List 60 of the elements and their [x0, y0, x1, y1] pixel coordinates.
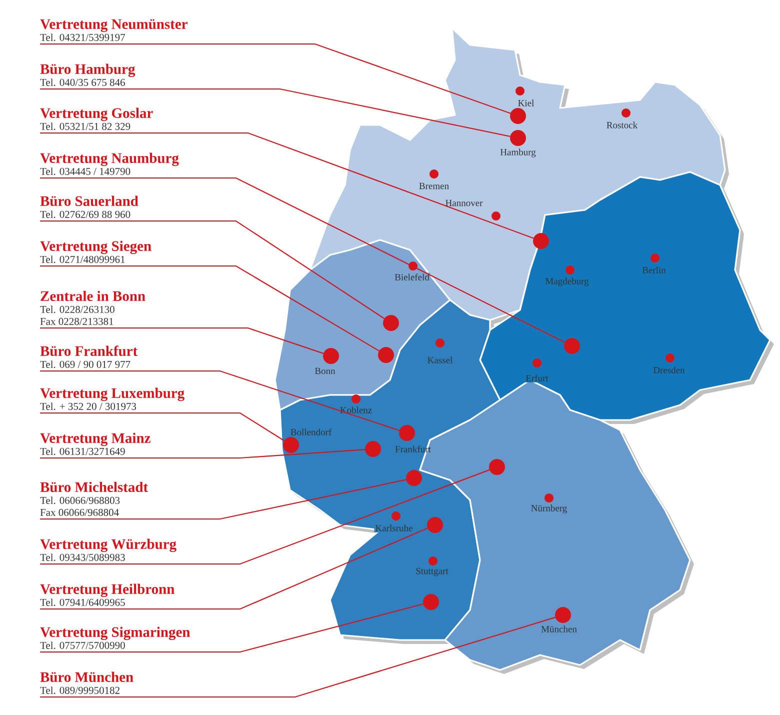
location-dot — [399, 425, 415, 441]
leader-line — [40, 603, 424, 653]
office-entry: Vertretung Heilbronn Tel. 07941/6409965 — [40, 584, 174, 606]
leader-line — [40, 412, 285, 442]
location-dot — [510, 130, 526, 146]
city-label: Stuttgart — [414, 566, 450, 578]
city-label: Bollendorf — [289, 428, 333, 436]
location-dot — [564, 338, 580, 354]
city-label: Koblenz — [338, 406, 374, 414]
location-dot — [365, 441, 381, 457]
office-entry: Vertretung Neumünster Tel. 04321/5399197 — [40, 19, 188, 41]
location-dot — [323, 348, 339, 364]
leader-line — [40, 528, 428, 610]
location-dot — [533, 233, 549, 249]
city-label: Kiel — [516, 98, 536, 108]
office-entry: Vertretung Luxemburg Tel. + 352 20 / 301973 — [40, 388, 184, 410]
leader-line — [40, 132, 534, 239]
city-label: Berlin — [641, 266, 667, 274]
office-entry: Vertretung Siegen Tel. 0271/48099961 — [40, 240, 152, 263]
office-entry: Vertretung Sigmaringen Tel. 07577/5700990 — [40, 626, 190, 649]
office-entry: Zentrale in Bonn Tel. 0228/263130 Fax 0228/213381 — [40, 290, 146, 325]
city-label: Bielefeld — [394, 272, 430, 282]
office-entry: Büro Sauerland Tel. 02762/69 88 960 — [40, 196, 138, 218]
location-dot — [383, 315, 399, 331]
location-dot — [489, 459, 505, 475]
leader-line — [40, 220, 385, 320]
leader-line — [40, 370, 400, 431]
leader-line — [40, 469, 490, 565]
office-entry: Vertretung Naumburg Tel. 034445 / 149790 — [40, 152, 179, 175]
office-entry: Büro München Tel. 089/99950182 — [40, 672, 134, 694]
location-dot — [510, 108, 526, 124]
city-label: Kassel — [426, 356, 454, 364]
office-entry: Vertretung Würzburg Tel. 09343/5089983 — [40, 538, 176, 561]
city-label: Erfurt — [524, 374, 550, 382]
city-label: Dresden — [652, 366, 686, 374]
leader-line — [40, 88, 510, 137]
location-dot — [427, 517, 443, 533]
leader-line — [40, 265, 380, 352]
leader-line — [40, 616, 556, 698]
city-label: Magdeburg — [544, 276, 590, 288]
city-label: München — [540, 624, 578, 634]
leader-line — [40, 43, 511, 114]
office-entry: Vertretung Goslar Tel. 05321/51 82 329 — [40, 108, 153, 130]
office-entry: Büro Michelstadt Tel. 06066/968803 Fax 06066/968804 — [40, 482, 148, 516]
leader-line — [40, 448, 366, 459]
leader-line — [40, 327, 324, 354]
office-entry: Vertretung Mainz Tel. 06131/3271649 — [40, 432, 150, 455]
location-dot — [406, 470, 422, 486]
city-label: Karlsruhe — [374, 524, 414, 532]
office-entry: Büro Hamburg Tel. 040/35 675 846 — [40, 64, 136, 86]
city-label: Nürnberg — [530, 504, 568, 514]
office-entry: Büro Frankfurt Tel. 069 / 90 017 977 — [40, 346, 138, 368]
city-label: Hamburg — [499, 148, 537, 158]
location-dot — [555, 607, 571, 623]
leader-line — [40, 177, 566, 343]
leader-line — [40, 479, 406, 520]
city-label: Rostock — [605, 120, 639, 130]
location-dot — [378, 347, 394, 363]
location-dot — [283, 437, 299, 453]
location-dot — [423, 594, 439, 610]
